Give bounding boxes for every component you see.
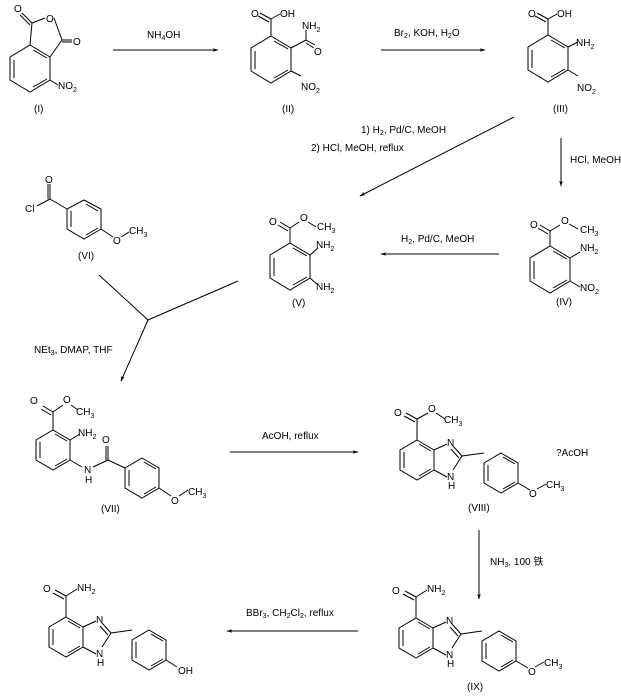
atom-label: H — [448, 481, 455, 492]
final-product-structure: O NH2 N N H OH — [43, 583, 193, 677]
atom-label: O — [392, 586, 400, 597]
atom-label: O — [528, 9, 536, 20]
compound-VII-structure: O O CH3 NH2 O N H O CH3 — [30, 395, 206, 507]
compound-VIII-structure: O O CH3 N N H O CH3 — [394, 404, 564, 500]
atom-label: OH — [178, 666, 193, 677]
reagent-step-4: HCl, MeOH — [570, 155, 621, 166]
reagent-step-5: H2, Pd/C, MeOH — [401, 234, 475, 246]
atom-label: N — [447, 472, 454, 483]
salt-label: ?AcOH — [556, 448, 589, 459]
atom-label: CH3 — [188, 487, 206, 500]
compound-label-VI: (VI) — [78, 251, 95, 262]
atom-label: OH — [280, 9, 295, 20]
atom-label: N — [447, 438, 454, 449]
atom-label: O — [102, 435, 110, 446]
compound-label-I: (I) — [34, 104, 44, 115]
atom-label: O — [46, 14, 54, 25]
reaction-arrow-3 — [359, 116, 515, 197]
atom-label: NH2 — [427, 584, 445, 597]
reagent-step-6: NEt3, DMAP, THF — [34, 345, 113, 357]
atom-label: O — [528, 667, 536, 678]
atom-label: O — [530, 220, 538, 231]
atom-label: O — [171, 496, 179, 507]
atom-label: O — [14, 4, 22, 15]
reagent-step-7: AcOH, reflux — [262, 431, 319, 442]
atom-label: CH3 — [546, 480, 564, 493]
compound-label-IV: (IV) — [556, 297, 573, 308]
atom-label: OH — [557, 9, 572, 20]
atom-label: O — [529, 489, 537, 500]
atom-label: NH2 — [580, 243, 598, 256]
atom-label: O — [394, 408, 402, 419]
atom-label: CH3 — [580, 225, 598, 238]
atom-label: CH3 — [317, 222, 335, 235]
reagent-step-9: BBr3, CH2Cl2, reflux — [246, 608, 334, 620]
atom-label: O — [113, 236, 121, 247]
atom-label: O — [45, 175, 53, 186]
compound-label-II: (II) — [282, 104, 295, 115]
atom-label: NO2 — [58, 81, 77, 94]
atom-label: NH2 — [316, 282, 334, 295]
reagent-step-1: NH4OH — [147, 30, 181, 42]
atom-label: H — [447, 659, 454, 670]
reagent-step-3-line-1: 1) H2, Pd/C, MeOH — [361, 125, 447, 137]
atom-label: O — [73, 37, 81, 48]
compound-I-structure: O O O NO2 — [9, 4, 81, 94]
compound-III-structure: O OH NH2 NO2 — [527, 9, 596, 96]
compound-VI-structure: O Cl O CH3 — [25, 175, 147, 247]
atom-label: CH3 — [76, 407, 94, 420]
compound-II-structure: O OH NH2 O NO2 — [250, 9, 322, 95]
atom-label: O — [43, 584, 51, 595]
compound-V-structure: O O CH3 NH2 NH2 — [269, 213, 335, 295]
atom-label: H — [97, 658, 104, 669]
atom-label: NH2 — [77, 583, 95, 596]
atom-label: O — [269, 217, 277, 228]
atom-label: N — [446, 616, 453, 627]
atom-label: N — [96, 615, 103, 626]
atom-label: CH3 — [444, 415, 462, 428]
atom-label: O — [30, 396, 38, 407]
atom-label: O — [428, 404, 436, 415]
compound-IX-structure: O NH2 N N H O CH3 — [392, 584, 562, 678]
reagent-step-3-line-2: 2) HCl, MeOH, reflux — [311, 143, 404, 154]
atom-label: O — [63, 395, 71, 406]
atom-label: NH2 — [316, 240, 334, 253]
compound-label-V: (V) — [292, 298, 306, 309]
compound-label-VIII: (VIII) — [468, 503, 490, 514]
reagent-step-8: NH3, 100 铁 — [490, 557, 544, 569]
atom-label: O — [561, 216, 569, 227]
atom-label: N — [446, 650, 453, 661]
reagent-step-2: Br2, KOH, H2O — [394, 28, 460, 40]
atom-label: NH2 — [78, 428, 96, 441]
atom-label: NO2 — [577, 83, 596, 96]
compound-label-VII: (VII) — [101, 504, 120, 515]
merge-line-V — [147, 280, 239, 321]
atom-label: NH2 — [576, 38, 594, 51]
reaction-arrow-6 — [120, 319, 149, 382]
merge-line-VI — [98, 274, 149, 321]
atom-label: Cl — [25, 204, 34, 215]
atom-label: O — [314, 47, 322, 58]
compound-label-III: (III) — [553, 104, 568, 115]
atom-label: N — [96, 649, 103, 660]
atom-label: N — [84, 465, 91, 476]
compound-label-IX: (IX) — [467, 682, 484, 693]
atom-label: O — [251, 9, 259, 20]
atom-label: CH3 — [544, 658, 562, 671]
atom-label: NO2 — [301, 82, 320, 95]
atom-label: NH2 — [302, 21, 320, 34]
atom-label: CH3 — [129, 226, 147, 239]
atom-label: O — [300, 213, 308, 224]
compound-IV-structure: O O CH3 NH2 NO2 — [529, 216, 599, 296]
atom-label: H — [85, 475, 92, 486]
atom-label: NO2 — [580, 283, 599, 296]
